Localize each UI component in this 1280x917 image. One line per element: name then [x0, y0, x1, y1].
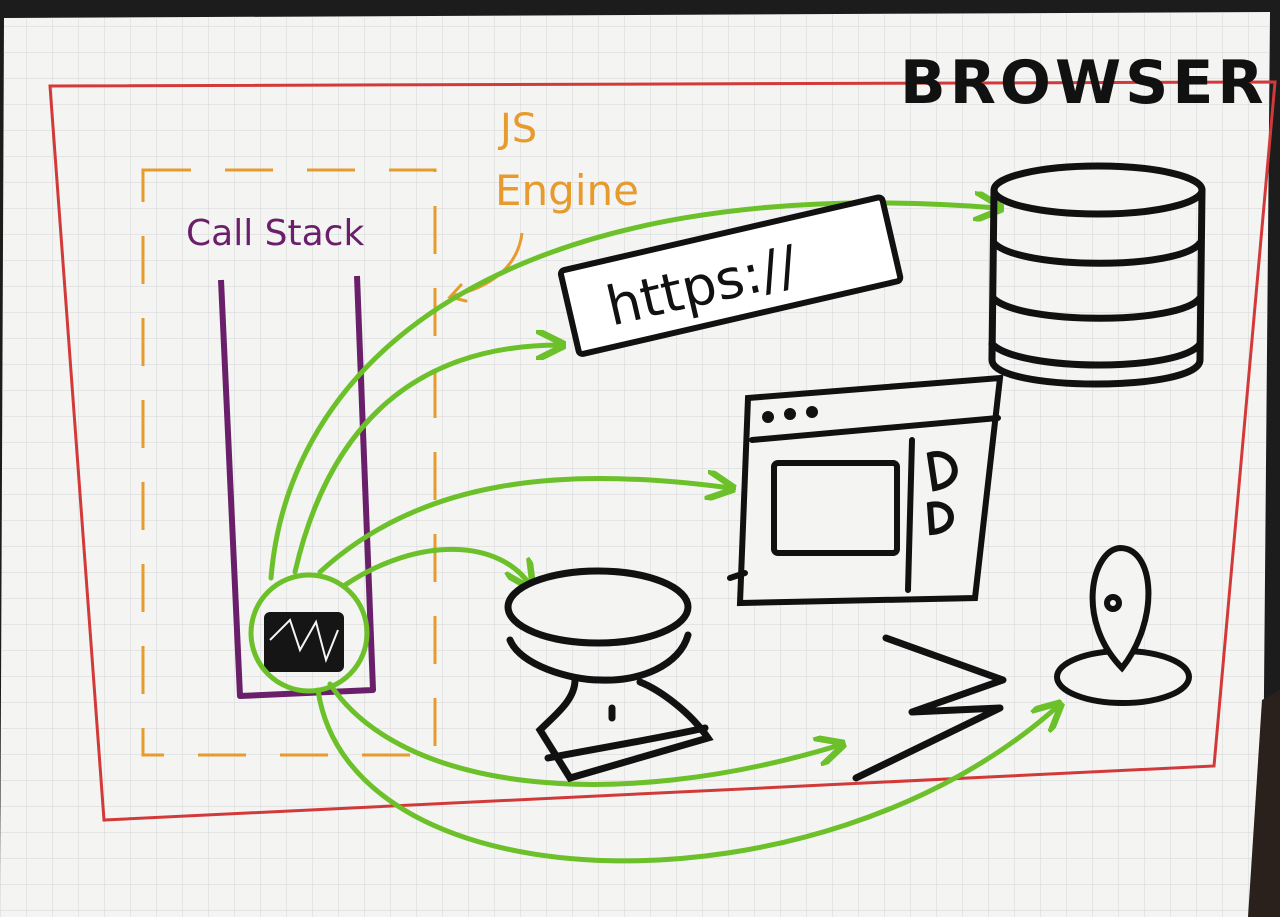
microwave-icon — [727, 374, 1004, 607]
arrow-to-url-bar — [292, 345, 560, 575]
arrow-to-microwave — [317, 478, 730, 575]
call-stack-label: Call Stack — [186, 213, 364, 254]
database-icon — [988, 162, 1206, 388]
arrow-to-database — [268, 203, 998, 581]
js-engine-label-line2: Engine — [495, 166, 639, 215]
browser-frame — [48, 80, 1277, 822]
location-pin-icon — [1054, 544, 1192, 706]
js-engine-boundary — [141, 168, 437, 757]
arrow-to-speaker — [327, 681, 840, 787]
arrow-to-timer — [342, 546, 530, 585]
browser-label: BROWSER — [900, 48, 1268, 118]
api-arrows — [268, 203, 1058, 864]
stack-frame — [248, 572, 370, 694]
frame-edge-shadow — [1248, 690, 1280, 917]
speaker-icon — [852, 634, 1007, 782]
arrow-to-location — [315, 687, 1058, 864]
timer-icon — [504, 567, 714, 783]
js-engine-label-line1: JS — [497, 106, 537, 152]
